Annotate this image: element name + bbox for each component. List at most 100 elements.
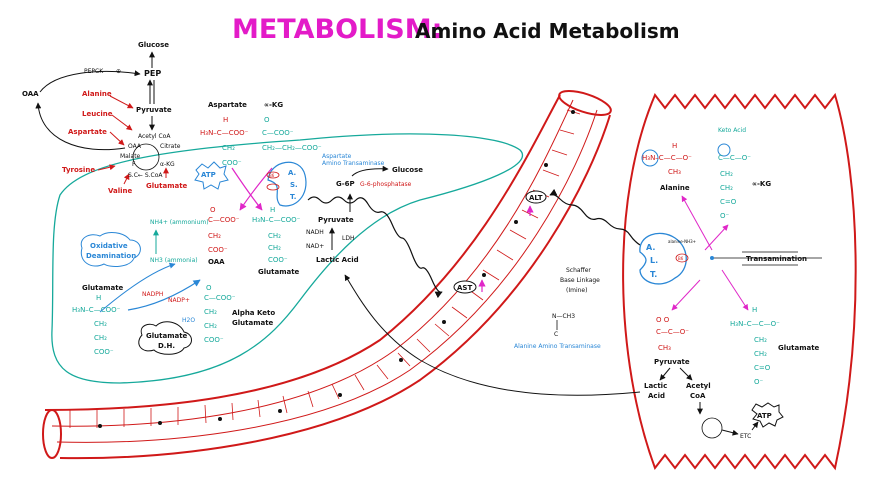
akg-left-c: C—COO⁻ [204,294,236,302]
ast-transamination: Aspartate ∝-KG H H₃N–C—COO⁻ CH₂ COO⁻ O C… [200,101,385,276]
alt-name-label: Alanine Amino Transaminase [514,343,601,350]
akg-ch2: CH₂—CH₂—COO⁻ [262,144,322,152]
alt-blood-marker: ALT [525,188,641,246]
nh4-label: NH4+ (ammonium) [150,219,209,226]
alanine-red-label: Alanine [82,90,112,98]
citrate-label: Citrate [160,143,181,150]
oaa-c: C—COO⁻ [208,216,240,224]
oaa-ch2: CH₂ [208,232,221,240]
glu-left-h: H [96,294,101,302]
nadh-label: NADH [306,229,324,236]
schaffer-1: Schaffer [566,267,591,274]
gluconeogenesis-pathway: Glucose PEP PEPCK ⊕ OAA Pyruvate Alanine… [22,41,188,195]
schaffer-3: (Imine) [566,287,587,294]
oaa-left-label: OAA [22,90,39,98]
akg-muscle-label: ∝-KG [752,180,771,188]
leucine-label: Leucine [82,110,113,118]
ast-letter-s: S. [290,181,298,189]
alt-blood-label: ALT [529,194,543,202]
acetyl-coa-label: Acetyl CoA [138,133,171,140]
malate-label: Malate [120,153,141,160]
alt-letter-l: L. [650,256,658,265]
lactic-muscle-2: Acid [648,392,665,400]
glutamate-product-label: Glutamate [258,268,300,276]
transamination-label: Transamination [746,255,807,263]
akg-left-ch2b: CH₂ [204,322,217,330]
blood-vessel [42,90,612,460]
alt-letter-t: T. [650,270,657,279]
glutamate-left-label: Glutamate [82,284,124,292]
glutamate-dh-1: Glutamate [146,332,188,340]
ala-h: H [672,142,677,150]
glu-left-ch2b: CH₂ [94,334,107,342]
keto-acid-label: Keto Acid [718,127,746,134]
glucose-label: Glucose [138,41,169,49]
schaffer-2: Base Linkage [560,277,600,284]
aspartate-red-label: Aspartate [68,128,107,136]
pyr-ch3: CH₃ [658,344,671,352]
glu-m-ch2a: CH₂ [754,336,767,344]
etc-label: ETC [740,433,751,440]
akg-left-o: O [206,284,212,292]
keto-c: C—C—O⁻ [718,154,751,162]
glucose-liver-label: Glucose [392,166,423,174]
atp-muscle-label: ATP [757,412,772,420]
ldh-label: LDH [342,235,354,242]
pyr-c: C—C—O⁻ [656,328,689,336]
pyr-o: O O [656,316,670,324]
valine-label: Valine [108,187,133,195]
ast-letter-a: A. [288,169,296,177]
akg-left-ch2a: CH₂ [204,308,217,316]
g6pase-label: G-6-phosphatase [360,181,412,188]
succinyl-label: S.C← S.CoA [128,172,163,179]
nad-label: NAD+ [306,243,324,250]
akg-liver-label: ∝-KG [264,101,283,109]
pyruvate-muscle-label: Pyruvate [654,358,690,366]
lactic-muscle-1: Lactic [644,382,667,390]
glutamate-red-label: Glutamate [146,182,188,190]
alpha-keto-1: Alpha Keto [232,309,275,317]
glu-ch2a: CH₂ [268,232,281,240]
oxidative-label-2: Deamination [86,252,136,260]
acetyl-muscle-2: CoA [690,392,706,400]
aspartate-label: Aspartate [208,101,247,109]
glu-ch2b: CH₂ [268,244,281,252]
keto-ch2b: CH₂ [720,184,733,192]
h2o-label: H2O [182,317,195,324]
ast-blood-label: AST [457,284,472,292]
ala-ch3: CH₃ [668,168,681,176]
pep-label: PEP [144,69,161,78]
lactic-liver-label: Lactic Acid [316,256,359,264]
ast-name-2: Amino Transaminase [322,160,385,167]
glu-m-o: O⁻ [754,378,764,386]
akg-tca-label: α-KG [160,161,175,168]
alt-letter-a: A. [646,243,655,252]
glu-left-ch2a: CH₂ [94,320,107,328]
aspartate-h: H [223,116,228,124]
title-sub: Amino Acid Metabolism [415,19,680,43]
acetyl-muscle-1: Acetyl [686,382,711,390]
oaa-product-label: OAA [208,258,225,266]
muscle-cell-outline [622,92,857,471]
nadp-label: NADP+ [168,297,190,304]
liver-glucose-pathway: G-6P Glucose G-6-phosphatase Pyruvate NA… [306,165,443,299]
ast-name-1: Aspartate [322,153,352,160]
keto-o: O⁻ [720,212,730,220]
glu-m-h: H [752,306,757,314]
ala-amine: H₃N–C—C—O⁻ [642,154,692,162]
glu-h: H [270,206,275,214]
lactic-return-arrow [344,274,641,396]
fumarate-label: F [132,161,136,168]
aspartate-coo: COO⁻ [222,159,242,167]
pyruvate-top-label: Pyruvate [136,106,172,114]
oaa-tca-label: OAA [128,143,142,150]
glu-amine: H₃N–C—COO⁻ [252,216,301,224]
b6-muscle-label: B6 [678,256,684,261]
oaa-coo: COO⁻ [208,246,228,254]
keto-ch2a: CH₂ [720,170,733,178]
alanine-nh-label: alanine-NH3+ [668,239,696,244]
tyrosine-label: Tyrosine [62,166,95,174]
alpha-keto-2: Glutamate [232,319,274,327]
akg-c: C—COO⁻ [262,129,294,137]
